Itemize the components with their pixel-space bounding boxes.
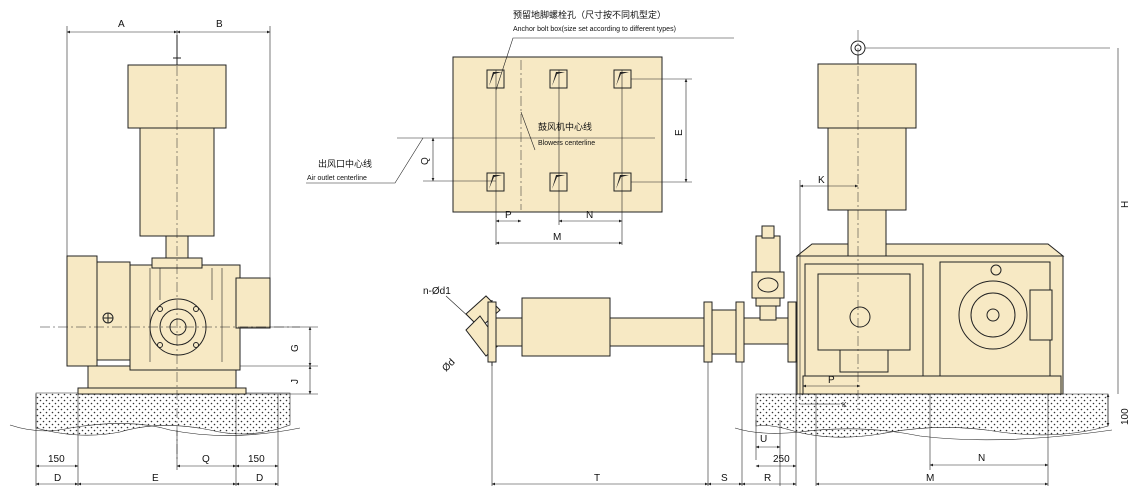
front-view: A B G J 150 150 Q D E D <box>9 19 318 486</box>
dim-h-label: H <box>1120 201 1131 208</box>
dim-t-label: T <box>594 473 600 484</box>
dim-m-side-label: M <box>926 473 934 484</box>
dim-a-label: A <box>118 19 125 30</box>
dim-d-right-label: D <box>256 473 263 484</box>
anchor-bolt-label-cn: 预留地脚螺栓孔（尺寸按不同机型定） <box>513 9 666 20</box>
foundation-ground <box>35 392 291 436</box>
dim-k-small-label: K <box>842 402 847 409</box>
outlet-centerline-label-cn: 出风口中心线 <box>318 158 372 169</box>
foundation-slab <box>452 56 663 213</box>
dim-j-label: J <box>290 379 301 384</box>
dim-r-label: R <box>764 473 771 484</box>
dim-u-label: U <box>760 434 767 445</box>
side-view: n-Ød1 Ød H K P <box>423 30 1131 486</box>
dim-p-side-label: P <box>828 375 835 386</box>
flange-holes-label: n-Ød1 <box>423 286 451 297</box>
blower-centerline-label-en: Blowers centerline <box>538 140 595 147</box>
dim-k-label: K <box>818 175 825 186</box>
dim-p-plan-label: P <box>505 210 512 221</box>
dim-m-plan-label: M <box>553 232 561 243</box>
side-foundation-ground <box>755 393 1109 438</box>
dim-s-label: S <box>721 473 728 484</box>
dim-n-side-label: N <box>978 453 985 464</box>
ground-line <box>9 423 301 436</box>
dim-g-label: G <box>290 344 301 352</box>
dim-250-label: 250 <box>773 454 790 465</box>
dim-q-plan-label: Q <box>420 157 431 165</box>
dim-b-label: B <box>216 19 223 30</box>
blower-centerline-label-cn: 鼓风机中心线 <box>538 121 592 132</box>
dim-q-front-label: Q <box>202 454 210 465</box>
dim-d-left-label: D <box>54 473 61 484</box>
outlet-centerline-label-en: Air outlet centerline <box>307 175 367 182</box>
dim-e-front-label: E <box>152 473 159 484</box>
anchor-bolt-label-en: Anchor bolt box(size set according to di… <box>513 26 676 33</box>
dim-e-plan-label: E <box>674 129 685 136</box>
dim-100-label: 100 <box>1120 408 1131 425</box>
dim-150-right-label: 150 <box>248 454 265 465</box>
dim-150-left-label: 150 <box>48 454 65 465</box>
dim-n-plan-label: N <box>586 210 593 221</box>
flange-dia-label: Ød <box>440 357 457 374</box>
foundation-plan: 预留地脚螺栓孔（尺寸按不同机型定） Anchor bolt box(size s… <box>306 9 734 245</box>
